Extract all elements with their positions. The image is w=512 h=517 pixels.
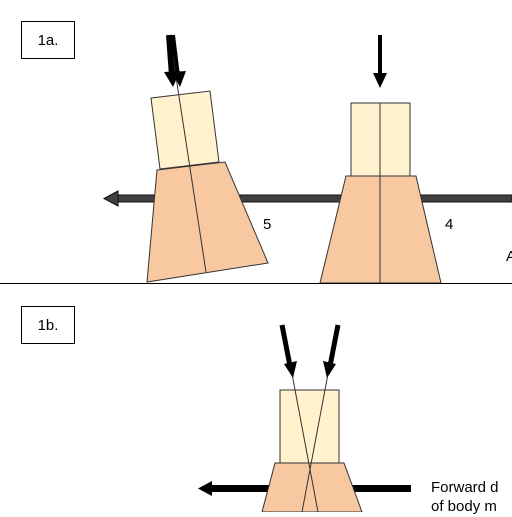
b-head-block xyxy=(279,389,340,464)
cut-off-character: A xyxy=(506,248,512,265)
b-body-trapezoid xyxy=(261,462,363,513)
panel-a-label: 1a. xyxy=(21,21,75,59)
panel-b-figure xyxy=(261,324,363,513)
tilted-head-block xyxy=(150,90,220,170)
caption-line-2: of body m xyxy=(431,498,497,515)
panel-a-upright-figure xyxy=(319,35,442,284)
caption-line-1: Forward d xyxy=(431,479,499,496)
panel-a-tilted-figure xyxy=(146,34,269,283)
figure-right-number: 4 xyxy=(445,216,454,233)
panel-b-label: 1b. xyxy=(21,306,75,344)
figure-left-number: 5 xyxy=(263,216,272,233)
panel-a-horizontal-arrow xyxy=(102,190,512,207)
tilted-body-trapezoid xyxy=(146,161,269,283)
